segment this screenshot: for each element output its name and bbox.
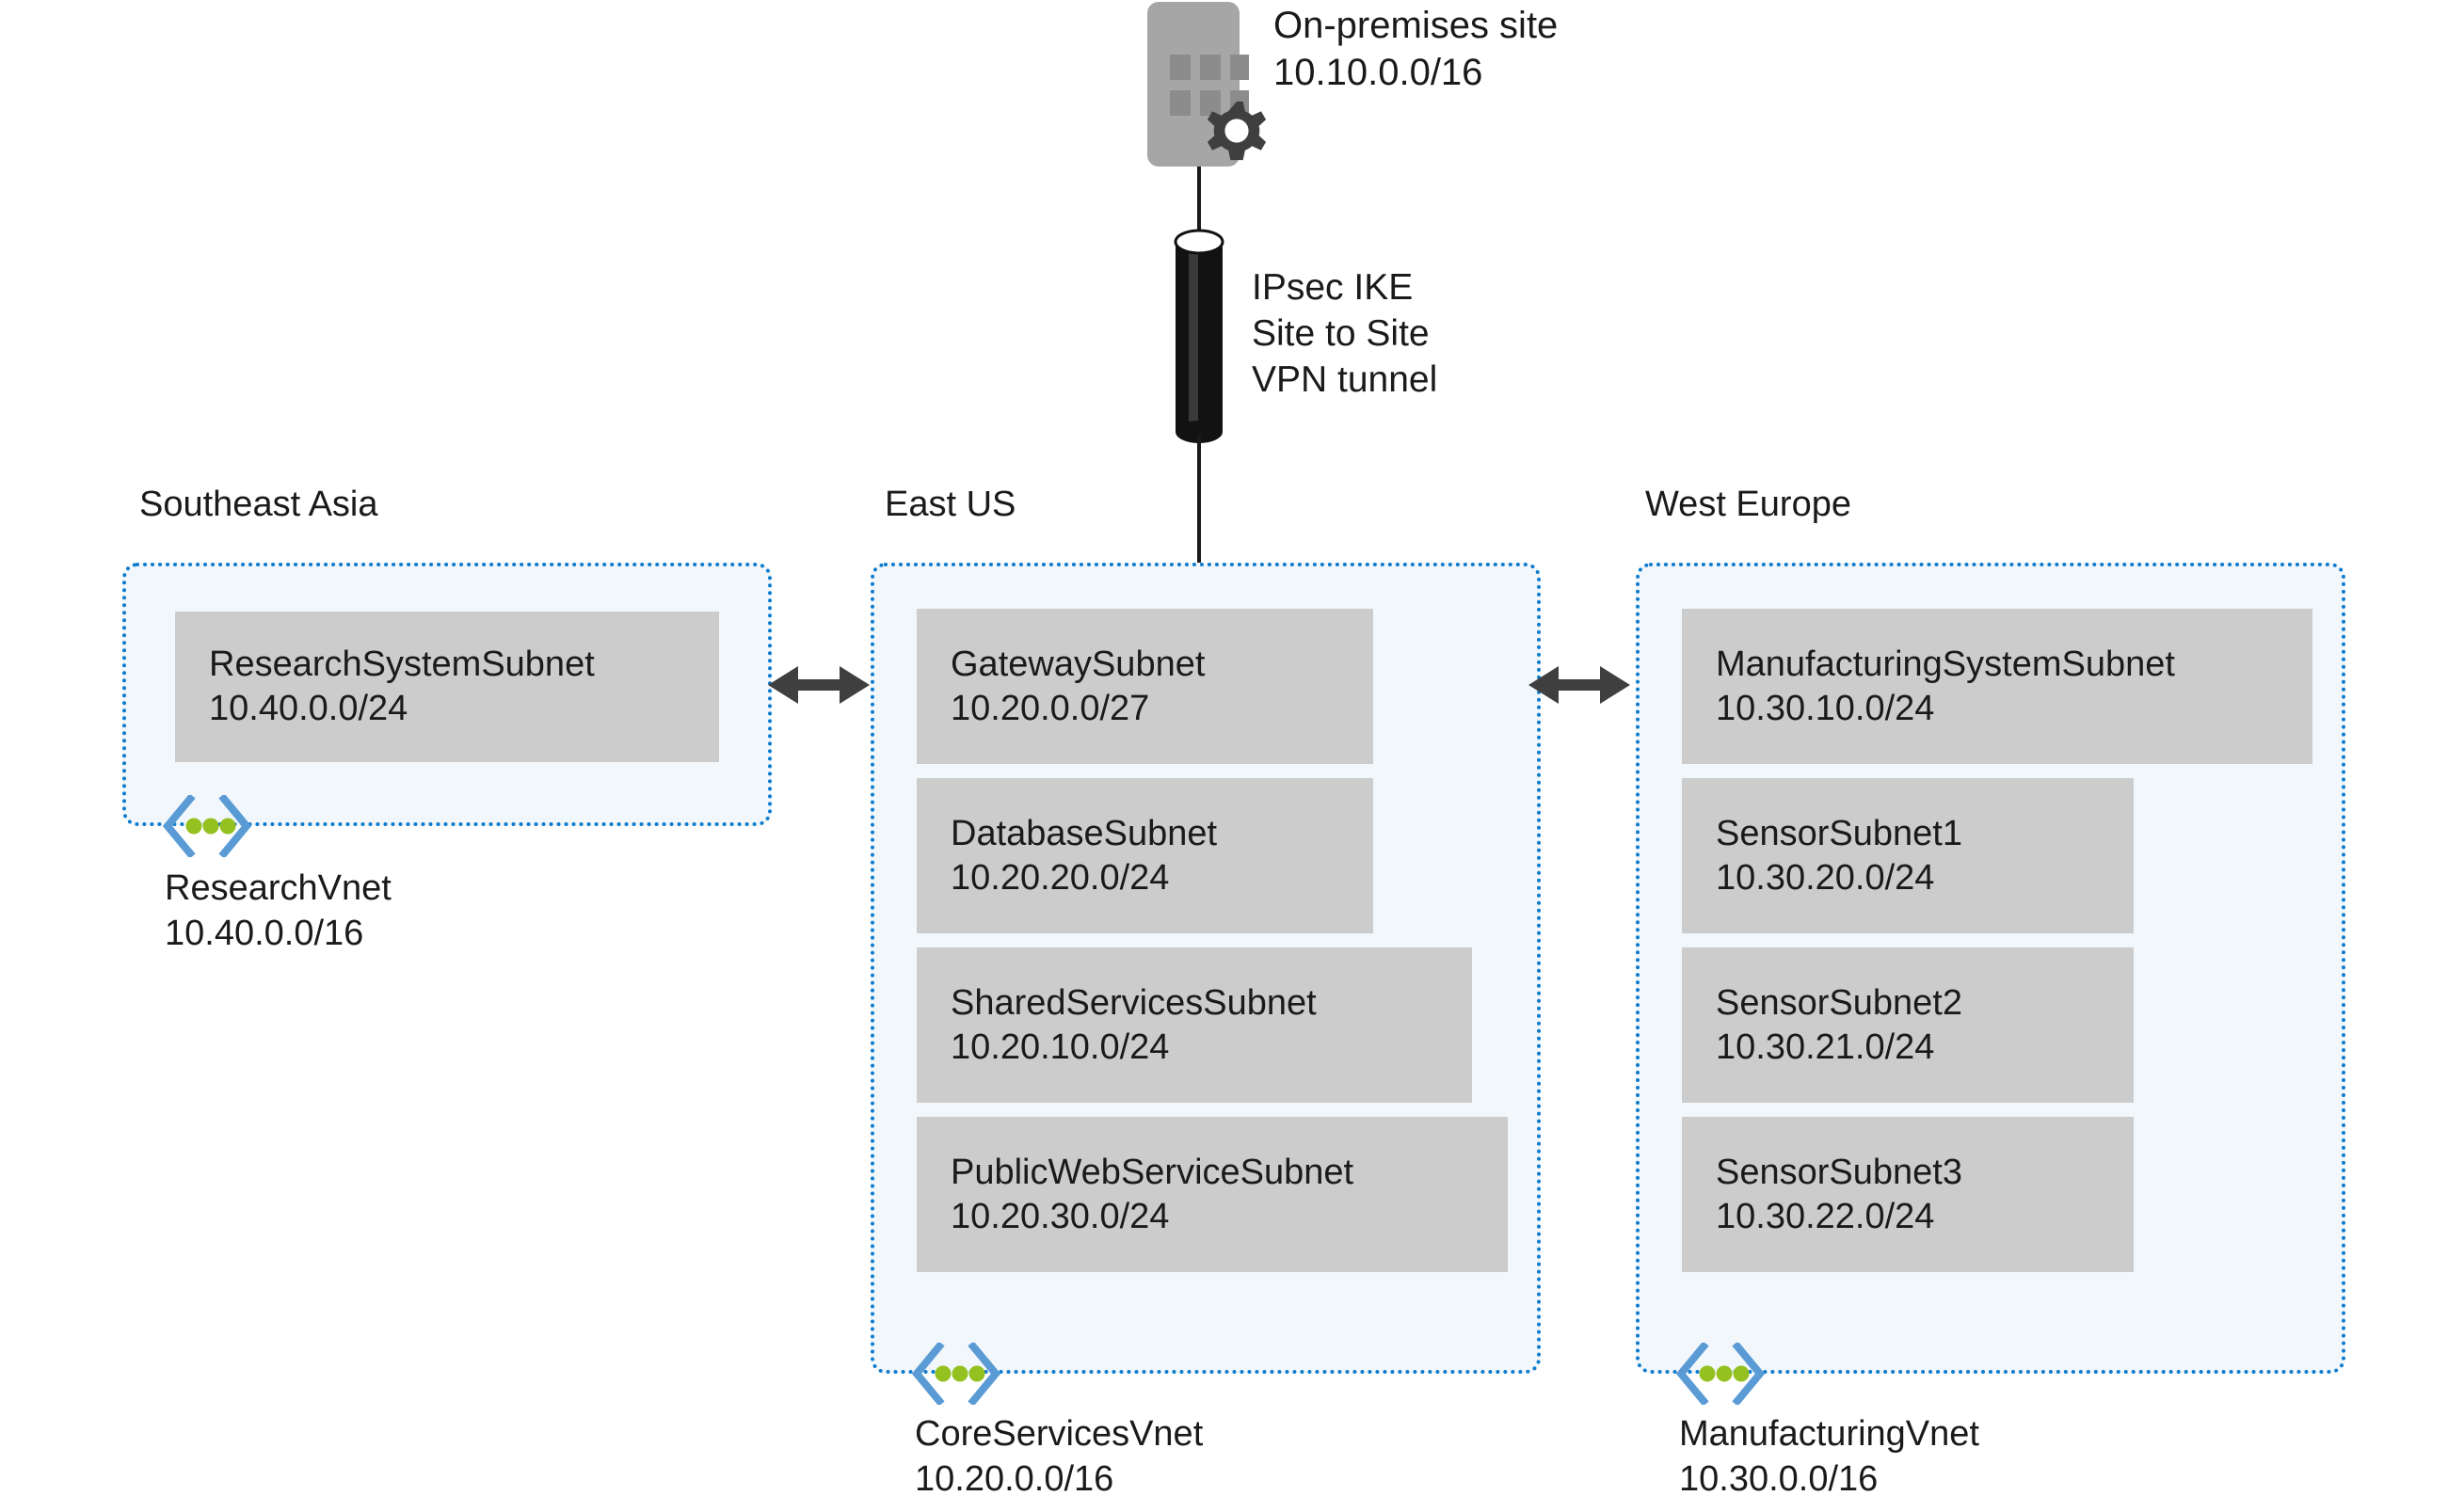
region-label-southeast-asia: Southeast Asia (139, 485, 378, 524)
subnet-name: SensorSubnet2 (1716, 982, 1962, 1023)
subnet-cidr: 10.20.20.0/24 (951, 857, 1170, 898)
on-premises-label: On-premises site 10.10.0.0/16 (1273, 5, 1559, 93)
subnet-cidr: 10.30.22.0/24 (1716, 1196, 1935, 1236)
subnet-sharedservicessubnet[interactable]: SharedServicesSubnet 10.20.10.0/24 (917, 947, 1472, 1103)
subnet-name: SensorSubnet1 (1716, 813, 1962, 853)
gear-icon (1207, 101, 1267, 161)
subnet-cidr: 10.30.10.0/24 (1716, 688, 1935, 728)
vpn-tunnel-icon (1174, 229, 1224, 443)
subnet-sensorsubnet1[interactable]: SensorSubnet1 10.30.20.0/24 (1682, 778, 2134, 933)
subnet-databasesubnet[interactable]: DatabaseSubnet 10.20.20.0/24 (917, 778, 1373, 933)
subnet-name: SharedServicesSubnet (951, 982, 1317, 1023)
tunnel-label: IPsec IKE Site to Site VPN tunnel (1252, 267, 1438, 400)
subnet-cidr: 10.20.30.0/24 (951, 1196, 1170, 1236)
subnet-cidr: 10.20.10.0/24 (951, 1027, 1170, 1067)
vnet-caption-coreservices: CoreServicesVnet 10.20.0.0/16 (915, 1414, 1204, 1496)
subnet-publicwebservicesubnet[interactable]: PublicWebServiceSubnet 10.20.30.0/24 (917, 1117, 1508, 1272)
subnet-name: SensorSubnet3 (1716, 1152, 1962, 1192)
peering-arrow-coreservices-manufacturing[interactable] (1527, 659, 1632, 711)
subnet-cidr: 10.30.20.0/24 (1716, 857, 1935, 898)
virtual-network-icon-manufacturing (1675, 1343, 1766, 1405)
vnet-research[interactable]: ResearchSystemSubnet 10.40.0.0/24 (122, 563, 772, 826)
virtual-network-icon-coreservices (911, 1343, 1001, 1405)
peering-arrow-research-coreservices[interactable] (766, 659, 872, 711)
vnet-caption-research: ResearchVnet 10.40.0.0/16 (165, 868, 392, 953)
subnet-gatewaysubnet[interactable]: GatewaySubnet 10.20.0.0/27 (917, 609, 1373, 764)
subnet-cidr: 10.20.0.0/27 (951, 688, 1150, 728)
subnet-cidr: 10.30.21.0/24 (1716, 1027, 1935, 1067)
vnet-coreservices[interactable]: GatewaySubnet 10.20.0.0/27 DatabaseSubne… (871, 563, 1541, 1374)
vnet-manufacturing[interactable]: ManufacturingSystemSubnet 10.30.10.0/24 … (1636, 563, 2345, 1374)
region-label-west-europe: West Europe (1645, 485, 1851, 524)
subnet-name: ResearchSystemSubnet (209, 645, 595, 684)
subnet-sensorsubnet2[interactable]: SensorSubnet2 10.30.21.0/24 (1682, 947, 2134, 1103)
vnet-caption-manufacturing: ManufacturingVnet 10.30.0.0/16 (1679, 1414, 1979, 1496)
subnet-name: DatabaseSubnet (951, 813, 1218, 853)
tunnel-line-lower (1197, 435, 1201, 566)
subnet-cidr: 10.40.0.0/24 (209, 689, 408, 728)
subnet-sensorsubnet3[interactable]: SensorSubnet3 10.30.22.0/24 (1682, 1117, 2134, 1272)
subnet-name: PublicWebServiceSubnet (951, 1152, 1354, 1192)
subnet-researchsystemsubnet[interactable]: ResearchSystemSubnet 10.40.0.0/24 (175, 612, 719, 762)
region-label-east-us: East US (885, 485, 1016, 524)
subnet-name: GatewaySubnet (951, 644, 1206, 684)
tunnel-line-upper (1197, 167, 1201, 234)
subnet-manufacturingsystemsubnet[interactable]: ManufacturingSystemSubnet 10.30.10.0/24 (1682, 609, 2312, 764)
virtual-network-icon-research (162, 795, 252, 857)
on-premises-building-icon (1147, 2, 1267, 167)
subnet-name: ManufacturingSystemSubnet (1716, 644, 2175, 684)
